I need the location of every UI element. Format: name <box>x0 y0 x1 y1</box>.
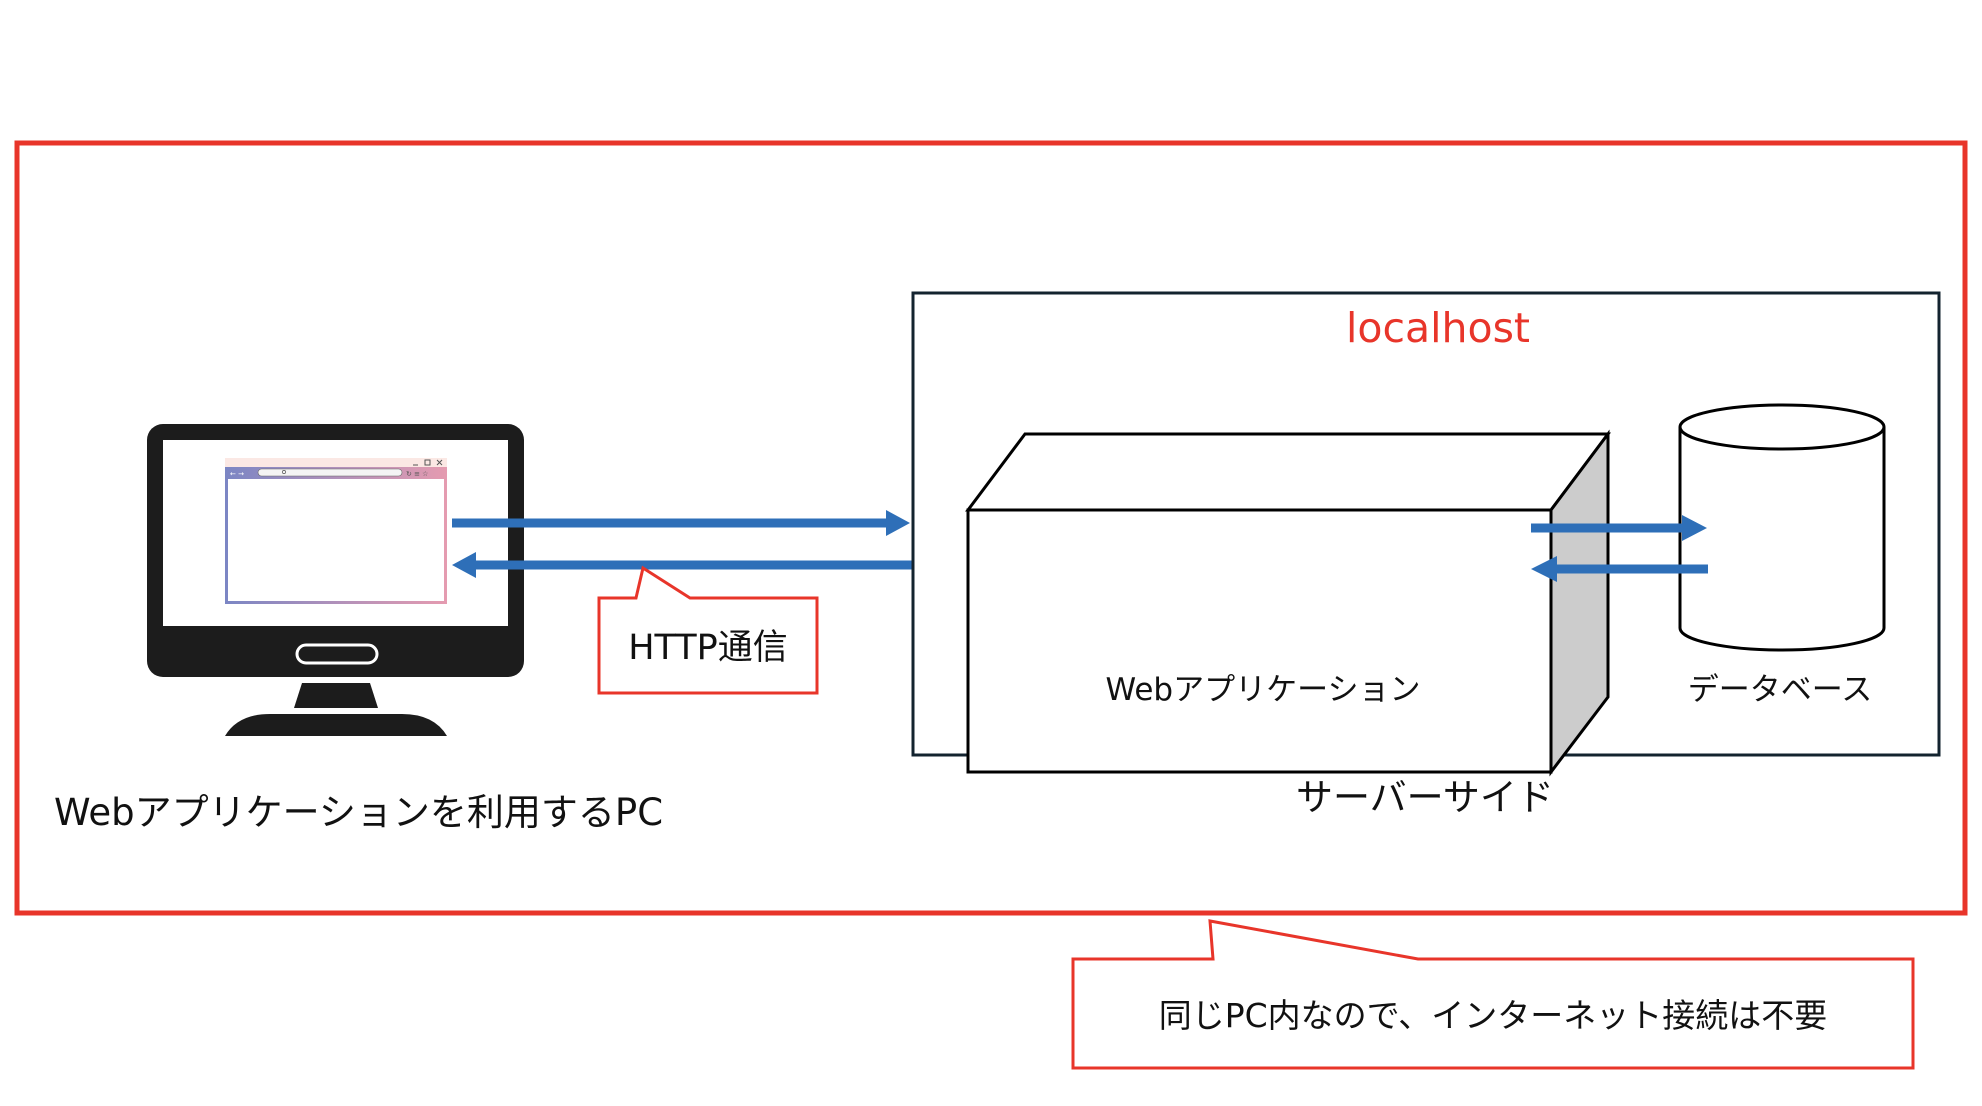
reload-menu-star-icons: ↻ ≡ ☆ <box>406 470 428 478</box>
maximize-icon <box>424 459 431 466</box>
close-icon <box>436 459 443 466</box>
app-to-database-arrow <box>1531 515 1707 541</box>
monitor-button-icon <box>295 643 379 665</box>
same-pc-boundary-frame <box>14 140 1968 916</box>
address-bar <box>257 468 403 477</box>
web-application-box <box>965 429 1611 777</box>
client-pc-label: Webアプリケーションを利用するPC <box>54 791 663 834</box>
client-pc-icon: ← → ↻ ≡ ☆ <box>147 424 524 736</box>
browser-window-icon: ← → ↻ ≡ ☆ <box>225 458 447 604</box>
localhost-label: localhost <box>1346 304 1530 352</box>
no-internet-needed-callout <box>1071 919 1915 1070</box>
database-label: データベース <box>1688 672 1872 708</box>
back-forward-icon: ← → <box>230 470 244 478</box>
http-request-arrow <box>452 510 910 536</box>
monitor-stand-neck <box>294 683 378 708</box>
database-cylinder-icon <box>1678 403 1886 652</box>
http-response-arrow <box>452 552 912 578</box>
box-front-face <box>966 508 1553 774</box>
no-internet-needed-label: 同じPC内なので、インターネット接続は不要 <box>1159 996 1828 1035</box>
http-communication-callout <box>597 565 819 695</box>
monitor-stand-base <box>225 714 447 736</box>
search-icon <box>282 470 286 474</box>
box-top-face <box>965 432 1611 512</box>
server-side-label: サーバーサイド <box>1296 776 1554 819</box>
database-to-app-arrow <box>1531 556 1708 582</box>
web-application-label: Webアプリケーション <box>1106 672 1421 708</box>
http-communication-label: HTTP通信 <box>628 628 788 668</box>
